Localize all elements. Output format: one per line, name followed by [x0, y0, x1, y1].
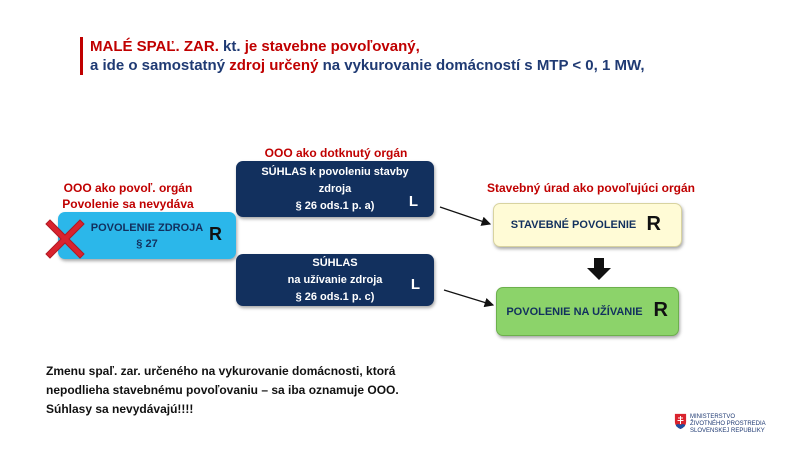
title-line-1: MALÉ SPAĽ. ZAR. kt. je stavebne povoľova…: [90, 38, 420, 55]
suhlas-uzivanie-text: SÚHLAS na užívanie zdroja § 26 ods.1 p. …: [287, 256, 383, 303]
stavebne-povolenie-letter: R: [646, 213, 661, 235]
ministry-name: MINISTERSTVO ŽIVOTNÉHO PROSTREDIA SLOVEN…: [690, 414, 766, 434]
suhlas-stavba-letter: L: [408, 193, 418, 210]
title-line-2: a ide o samostatný zdroj určený na vykur…: [90, 57, 645, 74]
povolenie-uzivanie-box: POVOLENIE NA UŽÍVANIE R: [496, 287, 679, 336]
stavebne-povolenie-box: STAVEBNÉ POVOLENIE R: [493, 203, 682, 247]
suhlas-stavba-text: SÚHLAS k povoleniu stavby zdroja § 26 od…: [261, 165, 409, 212]
top-center-organ-label: OOO ako dotknutý orgán: [264, 146, 408, 160]
cross-icon: [45, 219, 85, 259]
suhlas-uzivanie-box: SÚHLAS na užívanie zdroja § 26 ods.1 p. …: [236, 254, 434, 306]
povolenie-zdroja-text: POVOLENIE ZDROJA § 27: [90, 221, 204, 250]
povolenie-zdroja-box: POVOLENIE ZDROJA § 27 R: [58, 212, 236, 259]
footer-note: Zmenu spaľ. zar. určeného na vykurovanie…: [46, 364, 399, 416]
suhlas-uzivanie-letter: L: [410, 276, 420, 293]
title-accent-bar: [80, 37, 83, 75]
right-organ-label: Stavebný úrad ako povoľujúci orgán: [487, 181, 695, 195]
povolenie-uzivanie-letter: R: [653, 299, 668, 321]
slovak-coat-of-arms-icon: [674, 413, 687, 430]
arrow-suhlas-to-uzivanie: [443, 289, 495, 308]
slide-title: MALÉ SPAĽ. ZAR. kt. je stavebne povoľova…: [90, 37, 644, 75]
povolenie-zdroja-letter: R: [209, 224, 222, 244]
suhlas-stavba-box: SÚHLAS k povoleniu stavby zdroja § 26 od…: [236, 161, 434, 217]
arrow-suhlas-to-stavebne: [439, 206, 492, 226]
down-arrow-icon: [587, 258, 611, 280]
left-organ-label: OOO ako povoľ. orgán Povolenie sa nevydá…: [62, 181, 194, 211]
